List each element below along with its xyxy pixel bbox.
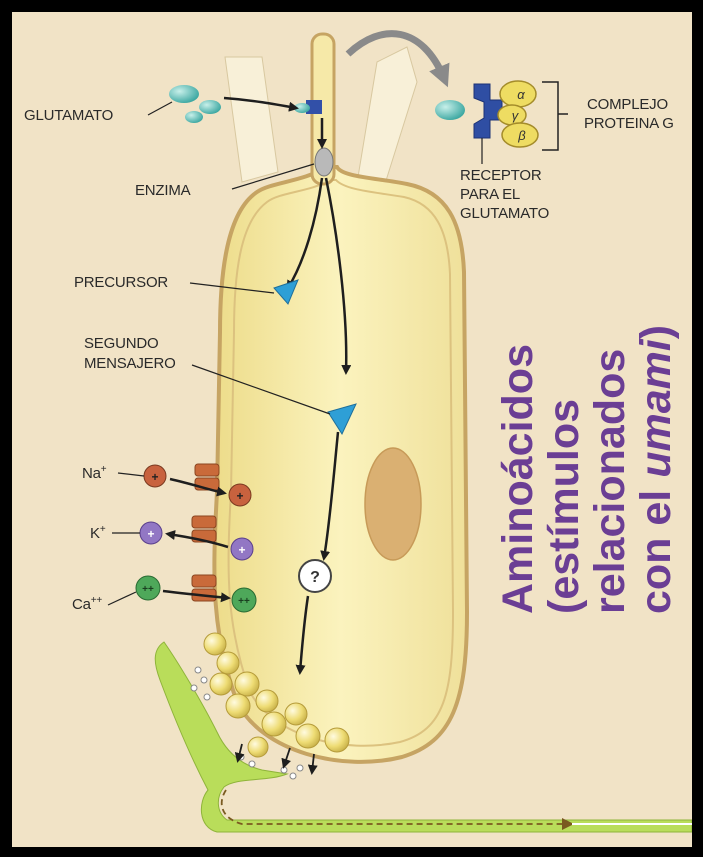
glutamate-molecule (185, 111, 203, 123)
na-label: Na+ (82, 464, 107, 482)
bound-glutamate (294, 103, 310, 113)
vesicle (325, 728, 349, 752)
neighbor-cell-right (358, 47, 417, 187)
glutamate-molecule (169, 85, 199, 103)
diagram-panel: ? + + + + ++ ++ (12, 12, 692, 847)
title-line3: relacionados (586, 349, 634, 614)
title-line1: Aminoácidos (494, 344, 542, 614)
ca-ion-outside-sign: ++ (142, 584, 154, 595)
enzima-label: ENZIMA (135, 182, 191, 199)
title-block: Aminoácidos (estímulos relacionados con … (494, 325, 680, 614)
vesicle (217, 652, 239, 674)
ca-label: Ca++ (72, 595, 102, 613)
na-ion-inside-sign: + (236, 489, 243, 503)
receptor-label-line1: RECEPTOR (460, 167, 542, 184)
vesicle (235, 672, 259, 696)
nerve-signal-arrow (222, 790, 570, 824)
glutamate-molecule (199, 100, 221, 114)
release-arrow (284, 748, 290, 766)
beta-label: β (517, 128, 526, 143)
alpha-label: α (517, 87, 525, 102)
vesicle (256, 690, 278, 712)
vesicle (296, 724, 320, 748)
umami-taste-cell-diagram: ? + + + + ++ ++ (12, 12, 692, 847)
k-ion-inside-sign: + (238, 543, 245, 557)
vesicle (262, 712, 286, 736)
enzyme (315, 148, 333, 176)
inset-receptor (474, 84, 502, 138)
unknown-step-label: ? (310, 569, 320, 586)
precursor-label: PRECURSOR (74, 274, 168, 291)
k-ion-outside-sign: + (147, 527, 154, 541)
vesicle (210, 673, 232, 695)
receptor-label-line3: GLUTAMATO (460, 205, 549, 222)
ca-ion-inside-sign: ++ (238, 596, 250, 607)
taste-cell-body (214, 167, 467, 762)
complejo-label-line1: COMPLEJO (587, 96, 668, 113)
ca-leader (108, 592, 136, 605)
segundo-label-line1: SEGUNDO (84, 335, 158, 352)
na-leader (118, 473, 144, 476)
vesicle (226, 694, 250, 718)
neighbor-cell-left (225, 57, 278, 182)
vesicle (285, 703, 307, 725)
vesicle (248, 737, 268, 757)
vesicle (204, 633, 226, 655)
glutamato-leader (148, 102, 172, 115)
nucleus (365, 448, 421, 560)
na-ion-outside-sign: + (151, 470, 158, 484)
complex-bracket (542, 82, 568, 150)
inset-glutamate (435, 100, 465, 120)
title-line4: con el umami) (632, 325, 680, 614)
title-line2: (estímulos (540, 399, 588, 614)
k-label: K+ (90, 524, 106, 542)
receptor-label-line2: PARA EL (460, 186, 520, 203)
segundo-label-line2: MENSAJERO (84, 355, 176, 372)
glutamato-label: GLUTAMATO (24, 107, 113, 124)
complejo-label-line2: PROTEINA G (584, 115, 674, 132)
